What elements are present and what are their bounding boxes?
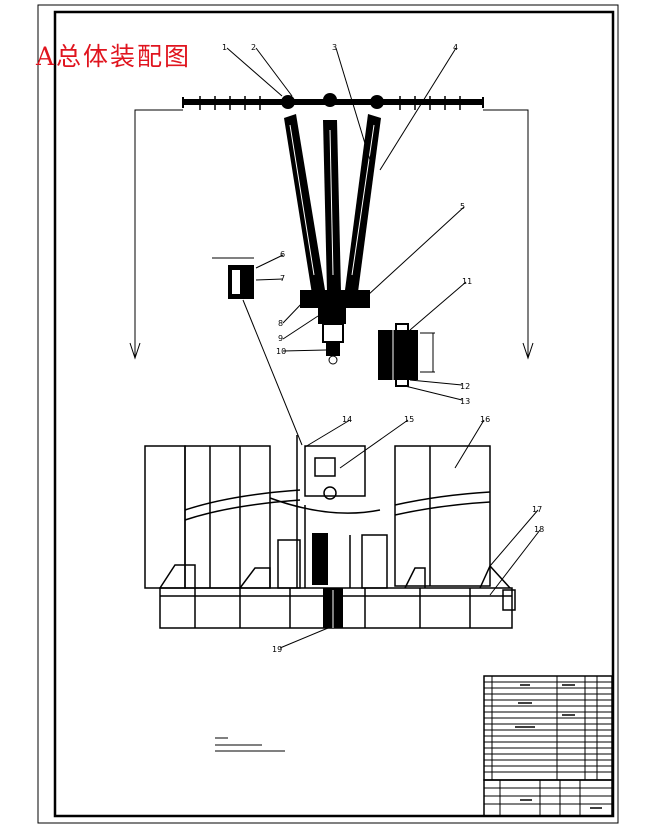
technical-notes bbox=[215, 737, 285, 752]
leader-lines bbox=[226, 47, 541, 649]
title-block-text-marks bbox=[515, 684, 602, 809]
balloon-9: 9 bbox=[278, 334, 283, 343]
left-column bbox=[144, 445, 301, 589]
balloon-19: 19 bbox=[272, 645, 282, 654]
balloon-10: 10 bbox=[276, 347, 286, 356]
actuator-legs bbox=[284, 114, 381, 294]
balloon-16: 16 bbox=[480, 415, 490, 424]
balloon-13: 13 bbox=[460, 397, 470, 406]
balloon-17: 17 bbox=[532, 505, 542, 514]
gripper-cylinder bbox=[378, 323, 435, 387]
right-arrow bbox=[483, 109, 534, 360]
sensor-part bbox=[212, 257, 254, 299]
balloon-3: 3 bbox=[332, 43, 337, 52]
balloon-7: 7 bbox=[280, 274, 285, 283]
base-feet bbox=[159, 564, 511, 589]
link-line bbox=[242, 299, 303, 446]
balloon-8: 8 bbox=[278, 319, 283, 328]
title-block bbox=[483, 675, 613, 817]
screw-shaft bbox=[312, 533, 343, 628]
middle-assembly bbox=[269, 435, 388, 589]
inner-frame bbox=[53, 10, 615, 818]
balloon-4: 4 bbox=[453, 43, 458, 52]
right-column bbox=[394, 445, 491, 587]
outer-frame bbox=[37, 4, 619, 824]
balloon-2: 2 bbox=[251, 43, 256, 52]
top-beam bbox=[182, 93, 484, 110]
balloon-1: 1 bbox=[222, 43, 227, 52]
moving-platform bbox=[300, 290, 370, 365]
left-arrow bbox=[129, 109, 183, 360]
balloon-5: 5 bbox=[460, 202, 465, 211]
balloon-6: 6 bbox=[280, 250, 285, 259]
drawing-title: A总体装配图 bbox=[36, 42, 192, 71]
balloon-11: 11 bbox=[462, 277, 472, 286]
balloon-18: 18 bbox=[534, 525, 544, 534]
balloon-14: 14 bbox=[342, 415, 352, 424]
balloon-15: 15 bbox=[404, 415, 414, 424]
balloon-labels: 1 2 3 4 5 6 7 8 9 10 11 12 13 14 15 16 1… bbox=[222, 43, 544, 654]
balloon-12: 12 bbox=[460, 382, 470, 391]
